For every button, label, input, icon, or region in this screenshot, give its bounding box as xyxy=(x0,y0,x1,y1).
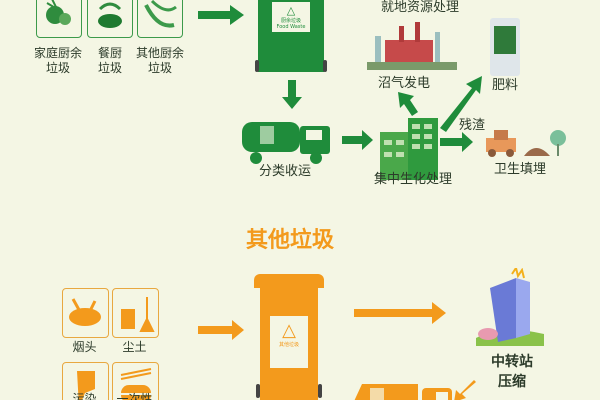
garbage-truck-icon xyxy=(242,122,330,164)
label-cigarette-butts: 烟头 xyxy=(72,340,97,354)
garbage-truck-icon xyxy=(354,384,452,400)
label-restaurant-food-waste: 餐厨 垃圾 xyxy=(97,46,122,75)
arrow-right-icon xyxy=(440,132,473,152)
label-other-food-waste: 其他厨余 垃圾 xyxy=(135,46,184,75)
soiled-paper-icon xyxy=(62,362,109,400)
arrows-up-icon xyxy=(398,76,482,132)
section-title-other-waste: 其他垃圾 xyxy=(245,228,334,253)
label-collection: 分类收运 xyxy=(258,164,311,179)
bin-label-card: △ 厨余垃圾 Food Waste xyxy=(272,2,310,32)
arrow-right-icon xyxy=(342,130,373,150)
ashtray-icon xyxy=(62,288,109,338)
transfer-station-building-icon xyxy=(476,268,544,346)
processing-building-icon xyxy=(380,118,438,180)
vegetable-scraps-icon xyxy=(36,0,82,38)
bin-lid xyxy=(254,274,324,288)
label-central-processing: 集中生化处理 xyxy=(373,172,452,187)
other-waste-bin: △ 其他垃圾 xyxy=(260,288,318,400)
bin-wheel xyxy=(256,384,260,398)
bin-wheel xyxy=(318,384,322,398)
dustpan-broom-icon xyxy=(112,288,159,338)
label-onsite-processing: 就地资源处理 xyxy=(380,0,459,15)
factory-icon xyxy=(367,22,457,70)
bulldozer-landfill-icon xyxy=(486,130,566,157)
fertilizer-bag-icon xyxy=(490,18,520,76)
peel-icon xyxy=(137,0,183,38)
label-residue: 残渣 xyxy=(458,118,485,133)
bin-label: 其他垃圾 xyxy=(278,342,299,348)
recycle-triangle-icon: △ xyxy=(282,320,296,341)
food-waste-bin: △ 厨余垃圾 Food Waste xyxy=(258,0,324,72)
bin-label-card: △ 其他垃圾 xyxy=(270,316,308,368)
recycle-triangle-icon: △ xyxy=(286,4,296,17)
bin-sublabel: Food Waste xyxy=(276,24,306,30)
arrow-right-icon xyxy=(198,320,244,340)
label-soiled: 污染 xyxy=(72,392,97,400)
label-transfer-station: 中转站 压缩 xyxy=(491,354,533,390)
label-fertilizer: 肥料 xyxy=(491,78,518,93)
arrow-right-icon xyxy=(198,5,244,25)
label-dust: 尘土 xyxy=(122,340,147,354)
bin-wheel xyxy=(323,60,327,72)
bin-label: 厨余垃圾 xyxy=(280,18,301,24)
label-landfill: 卫生填埋 xyxy=(493,162,546,177)
arrow-down-icon xyxy=(282,80,302,109)
arrow-right-icon xyxy=(354,302,446,324)
label-household-food-waste: 家庭厨余 垃圾 xyxy=(33,46,82,75)
bin-wheel xyxy=(255,60,259,72)
label-disposable: 一次性 xyxy=(116,392,153,400)
arrow-down-left-icon xyxy=(454,380,476,400)
disposable-box-icon xyxy=(112,362,159,400)
leftover-food-icon xyxy=(87,0,133,38)
label-biogas: 沼气发电 xyxy=(377,76,430,91)
